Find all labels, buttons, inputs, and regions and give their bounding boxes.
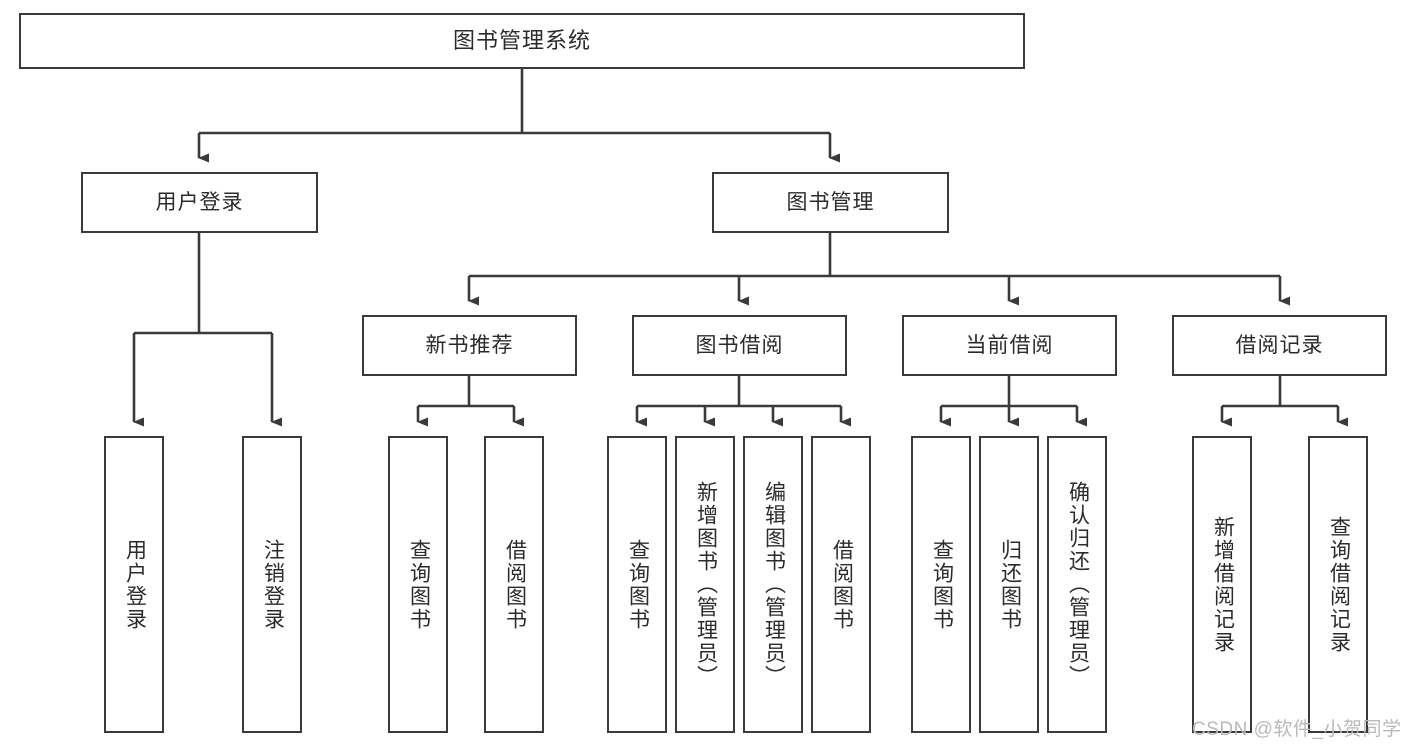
node-label: 注销登录	[261, 538, 285, 631]
node-leaf-borrow-book-2[interactable]: 借阅图书	[811, 436, 871, 733]
node-book-borrow[interactable]: 图书借阅	[632, 315, 847, 376]
node-leaf-add-record[interactable]: 新增借阅记录	[1192, 436, 1252, 733]
node-leaf-borrow-book-1[interactable]: 借阅图书	[484, 436, 544, 733]
node-label: 归还图书	[998, 538, 1022, 631]
node-label: 用户登录	[155, 190, 244, 214]
node-label: 编辑图书（管理员）	[762, 481, 786, 688]
node-leaf-add-book[interactable]: 新增图书（管理员）	[675, 436, 735, 733]
node-leaf-query-record[interactable]: 查询借阅记录	[1308, 436, 1368, 733]
node-label: 新书推荐	[425, 333, 514, 357]
node-root-book-management-system[interactable]: 图书管理系统	[19, 13, 1025, 69]
node-label: 查询图书	[626, 538, 650, 631]
node-label: 查询借阅记录	[1327, 515, 1351, 654]
node-label: 借阅图书	[830, 538, 854, 631]
node-leaf-confirm-return[interactable]: 确认归还（管理员）	[1047, 436, 1107, 733]
node-label: 用户登录	[123, 538, 147, 631]
node-leaf-query-book-2[interactable]: 查询图书	[607, 436, 667, 733]
node-book-management[interactable]: 图书管理	[712, 172, 949, 233]
node-label: 借阅记录	[1235, 333, 1324, 357]
node-label: 新增图书（管理员）	[694, 481, 718, 688]
node-label: 确认归还（管理员）	[1066, 481, 1090, 688]
node-label: 图书管理	[786, 190, 875, 214]
node-new-book-recommend[interactable]: 新书推荐	[362, 315, 577, 376]
node-leaf-query-book-1[interactable]: 查询图书	[388, 436, 448, 733]
csdn-watermark: CSDN @软件_小贺同学	[1192, 719, 1402, 740]
node-leaf-return-book[interactable]: 归还图书	[979, 436, 1039, 733]
node-leaf-user-login[interactable]: 用户登录	[104, 436, 164, 733]
node-label: 当前借阅	[965, 333, 1054, 357]
node-label: 图书借阅	[695, 333, 784, 357]
node-current-borrow[interactable]: 当前借阅	[902, 315, 1117, 376]
node-label: 新增借阅记录	[1211, 515, 1235, 654]
node-user-login[interactable]: 用户登录	[81, 172, 318, 233]
node-borrow-record[interactable]: 借阅记录	[1172, 315, 1387, 376]
node-label: 借阅图书	[503, 538, 527, 631]
node-leaf-edit-book[interactable]: 编辑图书（管理员）	[743, 436, 803, 733]
node-label: 查询图书	[407, 538, 431, 631]
node-label: 查询图书	[930, 538, 954, 631]
node-leaf-logout-login[interactable]: 注销登录	[242, 436, 302, 733]
node-label: 图书管理系统	[452, 27, 591, 53]
node-leaf-query-book-3[interactable]: 查询图书	[911, 436, 971, 733]
